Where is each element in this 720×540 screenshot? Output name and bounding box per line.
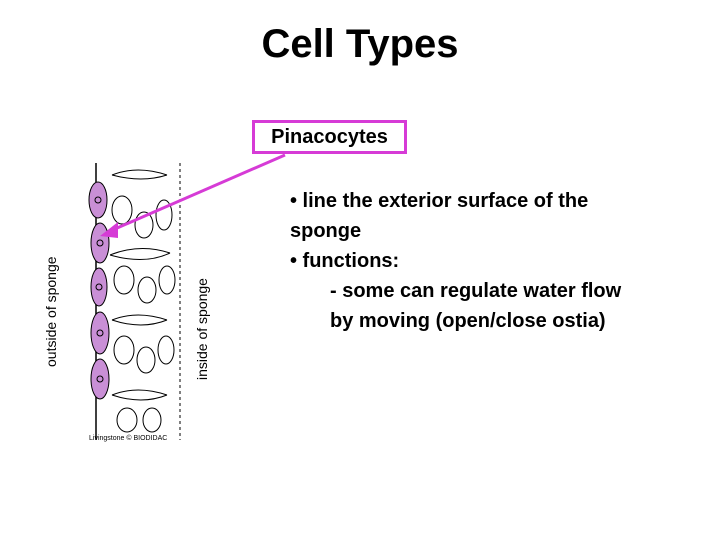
sponge-cell-illustration <box>88 163 181 440</box>
bullet-line: sponge <box>290 220 362 242</box>
pinacocyte-cell <box>88 181 108 219</box>
bullet-list: • line the exterior surface of the spong… <box>290 186 700 336</box>
pinacocyte-cell <box>90 267 108 307</box>
bullet-line: • line the exterior surface of the <box>290 190 589 212</box>
bullet-line: • functions: <box>290 250 400 272</box>
pinacocytes-callout: Pinacocytes <box>252 120 407 154</box>
cell-nucleus <box>96 329 104 337</box>
cell-nucleus <box>94 196 102 204</box>
bullet-line: - some can regulate water flow <box>330 280 622 302</box>
cell-nucleus <box>96 239 104 247</box>
callout-label: Pinacocytes <box>271 125 388 148</box>
slide-title: Cell Types <box>261 22 459 66</box>
image-credit: Livingstone © BIODIDAC <box>89 435 168 442</box>
pinacocyte-cell <box>90 358 110 400</box>
bullet-line: by moving (open/close ostia) <box>330 310 606 332</box>
cell-nucleus <box>96 375 104 383</box>
pinacocyte-cell <box>90 311 110 355</box>
choanocyte-cells <box>109 169 176 433</box>
pinacocyte-cells <box>88 181 110 400</box>
cell-nucleus <box>95 283 103 291</box>
